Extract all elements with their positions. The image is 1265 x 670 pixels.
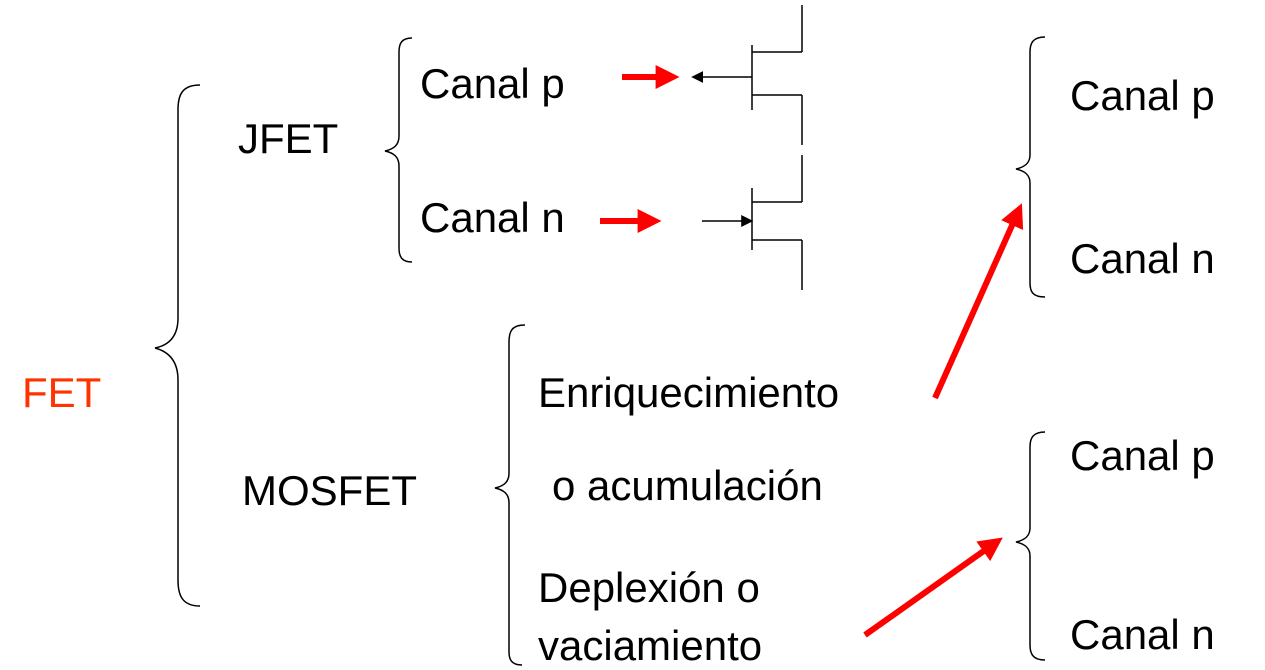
- red-arrow-enhancement: [932, 203, 1024, 400]
- jfet-label: JFET: [238, 115, 339, 162]
- fet-brace: [154, 84, 201, 607]
- depletion-label-line2: vaciamiento: [538, 622, 763, 669]
- enhancement-channels-brace: [1015, 36, 1046, 298]
- enhancement-label-line1: Enriquecimiento: [538, 369, 840, 416]
- enhancement-label-line2: o acumulación: [552, 462, 823, 509]
- depletion-channels-brace: [1015, 431, 1046, 661]
- depletion-label-line1: Deplexión o: [538, 564, 760, 611]
- red-arrow-depletion: [863, 537, 1003, 638]
- jfet-p-channel-symbol: [691, 5, 803, 145]
- jfet-brace: [384, 37, 413, 263]
- enhancement-channel-n-label: Canal n: [1070, 235, 1215, 282]
- enhancement-channel-p-label: Canal p: [1070, 72, 1215, 119]
- depletion-channel-n-label: Canal n: [1070, 611, 1215, 658]
- depletion-channel-p-label: Canal p: [1070, 432, 1215, 479]
- mosfet-brace: [494, 324, 526, 666]
- fet-label: FET: [22, 369, 102, 416]
- mosfet-label: MOSFET: [242, 467, 417, 514]
- jfet-channel-p-label: Canal p: [420, 60, 565, 107]
- jfet-channel-n-label: Canal n: [420, 194, 565, 241]
- jfet-n-channel-symbol: [702, 155, 803, 290]
